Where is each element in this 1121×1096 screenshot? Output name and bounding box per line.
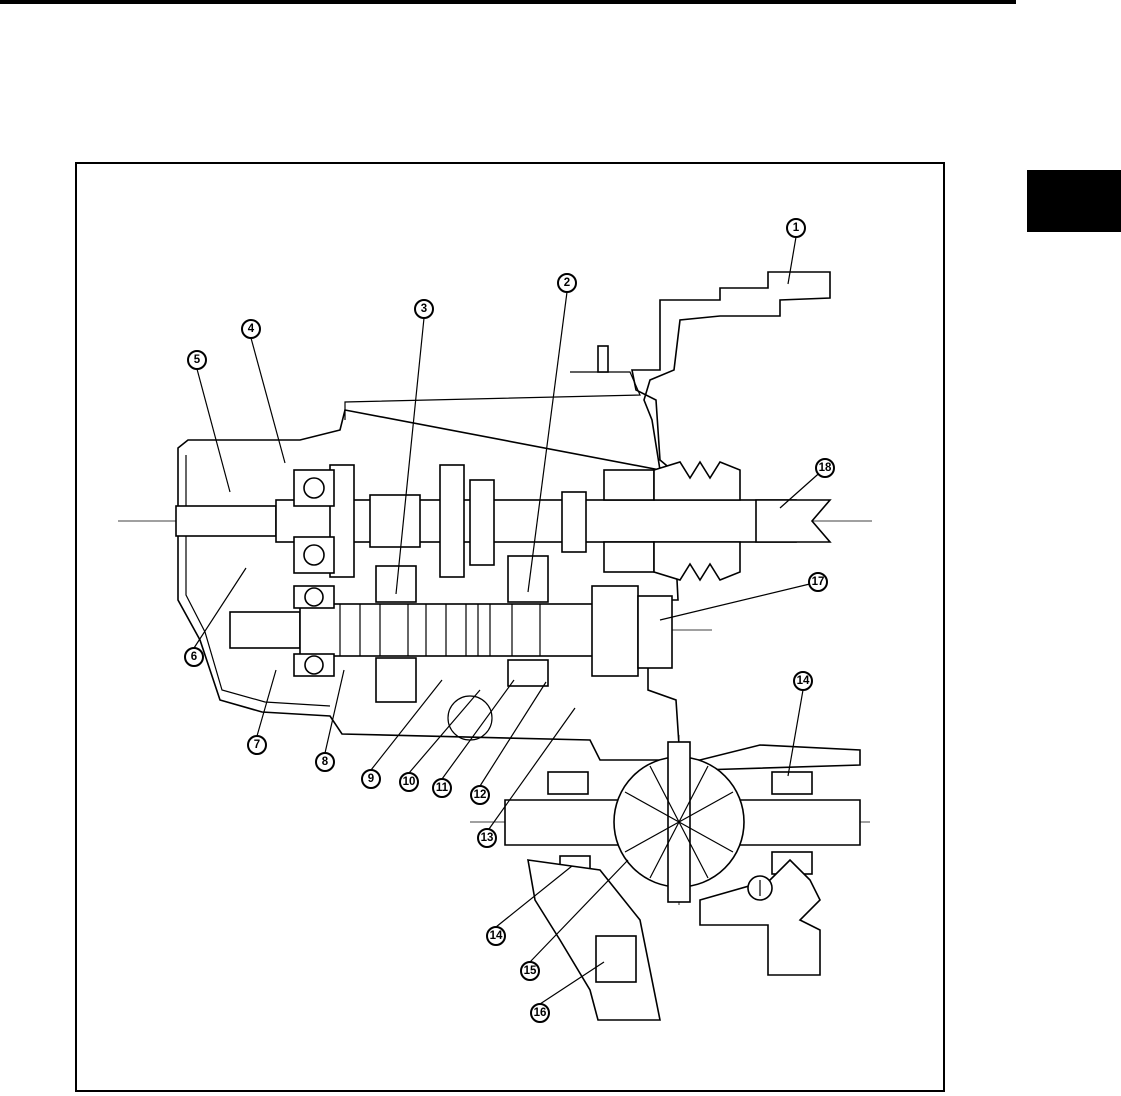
differential-side-block [596,936,636,982]
synchronizer-lower-2 [508,660,548,686]
boot-upper [654,462,740,500]
svg-text:3: 3 [421,303,427,315]
svg-text:9: 9 [368,773,374,785]
final-drive-gear [592,586,638,676]
callout-8: 8 [316,753,334,771]
svg-text:6: 6 [191,651,197,663]
callout-15: 15 [521,962,539,980]
bearing-ball-1 [304,478,324,498]
svg-text:18: 18 [819,462,832,474]
svg-text:11: 11 [436,782,449,794]
svg-text:17: 17 [812,576,825,588]
callout-2: 2 [558,274,576,292]
case-rib [345,372,640,420]
svg-text:10: 10 [403,776,416,788]
svg-text:14: 14 [797,675,810,687]
callout-6: 6 [185,648,203,666]
diff-bearing-right-upper [772,772,812,794]
differential-housing-lower [528,860,660,1020]
svg-text:4: 4 [248,323,255,335]
callout-5: 5 [188,351,206,369]
callout-14-lower: 14 [487,927,505,945]
svg-text:16: 16 [534,1007,547,1019]
final-drive-bearing [638,596,672,668]
callout-14-upper: 14 [794,672,812,690]
input-gear-4 [470,480,494,565]
seal-housing-lower [604,542,654,572]
callout-18: 18 [816,459,834,477]
svg-text:13: 13 [481,832,494,844]
svg-text:8: 8 [322,756,329,768]
svg-text:15: 15 [524,965,537,977]
svg-text:2: 2 [564,277,570,289]
mainshaft-end [230,612,300,648]
svg-text:1: 1 [793,222,800,234]
case-boss [598,346,608,372]
callout-4: 4 [242,320,260,338]
synchronizer-lower-1 [376,658,416,702]
bearing-ball-2 [304,545,324,565]
callout-1: 1 [787,219,805,237]
callout-7: 7 [248,736,266,754]
callout-3: 3 [415,300,433,318]
synchronizer-upper-2 [508,556,548,602]
callout-9: 9 [362,770,380,788]
svg-text:12: 12 [474,789,487,801]
input-gear-5 [562,492,586,552]
input-shaft-end [176,506,276,536]
callout-10: 10 [400,773,418,791]
seal-housing-upper [604,470,654,500]
mainshaft [300,604,600,656]
svg-text:7: 7 [254,739,260,751]
svg-text:5: 5 [194,354,201,366]
svg-text:14: 14 [490,930,503,942]
bearing-ball-3 [305,588,323,606]
synchronizer-upper-1 [376,566,416,602]
callout-17: 17 [809,573,827,591]
callout-11: 11 [433,779,451,797]
callout-16: 16 [531,1004,549,1022]
callout-13: 13 [478,829,496,847]
input-gear-2 [370,495,420,547]
callout-12: 12 [471,786,489,804]
boot-lower [654,542,740,580]
input-gear-3 [440,465,464,577]
diff-bearing-left [548,772,588,794]
bearing-ball-4 [305,656,323,674]
